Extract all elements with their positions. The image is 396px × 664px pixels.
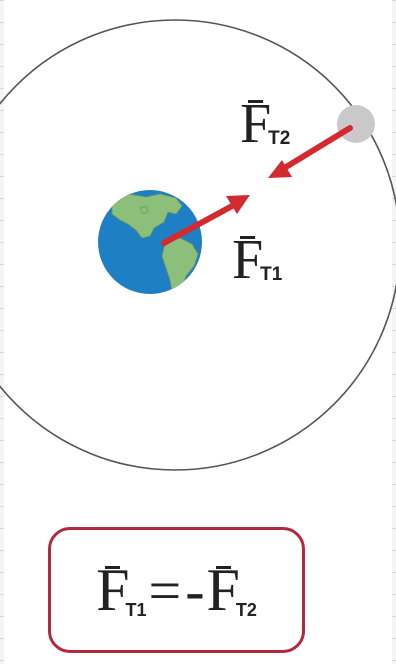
ft1-symbol: F [232,232,263,288]
ft2-symbol: F [240,96,271,152]
moon [337,105,375,143]
label-ft2: FT2 [240,96,290,152]
earth [98,190,202,296]
ft1-subscript: T1 [260,264,282,285]
equation-minus: - [185,557,204,624]
equation-rhs-subscript: T2 [236,600,257,621]
label-ft1: FT1 [232,232,282,288]
equation-equals: = [148,557,181,624]
equation-rhs-symbol: F [207,560,240,620]
ft2-subscript: T2 [268,128,290,149]
equation-lhs-subscript: T1 [125,600,146,621]
equation-lhs-symbol: F [96,560,129,620]
